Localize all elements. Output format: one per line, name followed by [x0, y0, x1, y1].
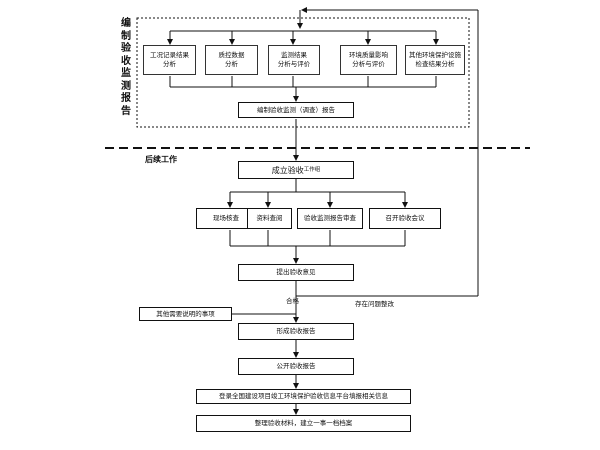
- analysis-box-line2: 分析与评价: [277, 60, 311, 68]
- followup-section-title: 后续工作: [145, 155, 177, 164]
- analysis-box-other-facilities: 其他环境保护设施 检查结果分析: [405, 45, 465, 75]
- analysis-box-line2: 分析: [163, 60, 176, 68]
- check-box-report-review: 验收监测报告审查: [297, 208, 363, 229]
- analysis-box-line1: 质控数据: [218, 51, 245, 59]
- check-box-document-review: 资料查阅: [247, 208, 292, 229]
- setup-working-group-box: 成立验收工作组: [238, 161, 354, 179]
- check-box-acceptance-meeting: 召开验收会议: [369, 208, 441, 229]
- analysis-box-environmental-quality: 环境质量影响 分析与评价: [340, 45, 397, 75]
- check-box-site-verification: 现场核查: [196, 208, 256, 229]
- compile-report-box: 编制验收监测（调查）报告: [238, 102, 354, 118]
- analysis-box-line1: 工况记录结果: [150, 51, 189, 59]
- analysis-box-line1: 环境质量影响: [349, 51, 388, 59]
- analysis-box-line2: 分析与评价: [352, 60, 385, 68]
- report-section-label: 编制验收监测报告: [121, 18, 131, 117]
- report-section-frame: [136, 17, 470, 128]
- other-matters-box: 其他需要说明的事项: [139, 307, 232, 321]
- form-report-box: 形成验收报告: [238, 323, 354, 340]
- pass-label: 合格: [286, 297, 299, 305]
- archive-materials-box: 整理验收材料，建立一事一档档案: [196, 415, 411, 432]
- setup-box-suffix: 工作组: [303, 166, 321, 173]
- analysis-box-operating-conditions: 工况记录结果 分析: [143, 45, 196, 75]
- analysis-box-line1: 监测结果: [281, 51, 307, 59]
- analysis-box-line2: 检查结果分析: [415, 60, 455, 68]
- problem-rectification-label: 存在问题整改: [355, 300, 394, 308]
- analysis-box-line1: 其他环境保护设施: [409, 51, 461, 59]
- setup-box-main: 成立验收: [271, 165, 304, 175]
- analysis-box-line2: 分析: [225, 60, 238, 68]
- analysis-box-qc-data: 质控数据 分析: [205, 45, 258, 75]
- acceptance-opinion-box: 提出验收意见: [238, 264, 354, 281]
- analysis-box-monitoring-results: 监测结果 分析与评价: [268, 45, 320, 75]
- publish-report-box: 公开验收报告: [238, 358, 354, 375]
- register-platform-box: 登录全国建设项目竣工环境保护验收信息平台填报相关信息: [196, 389, 411, 404]
